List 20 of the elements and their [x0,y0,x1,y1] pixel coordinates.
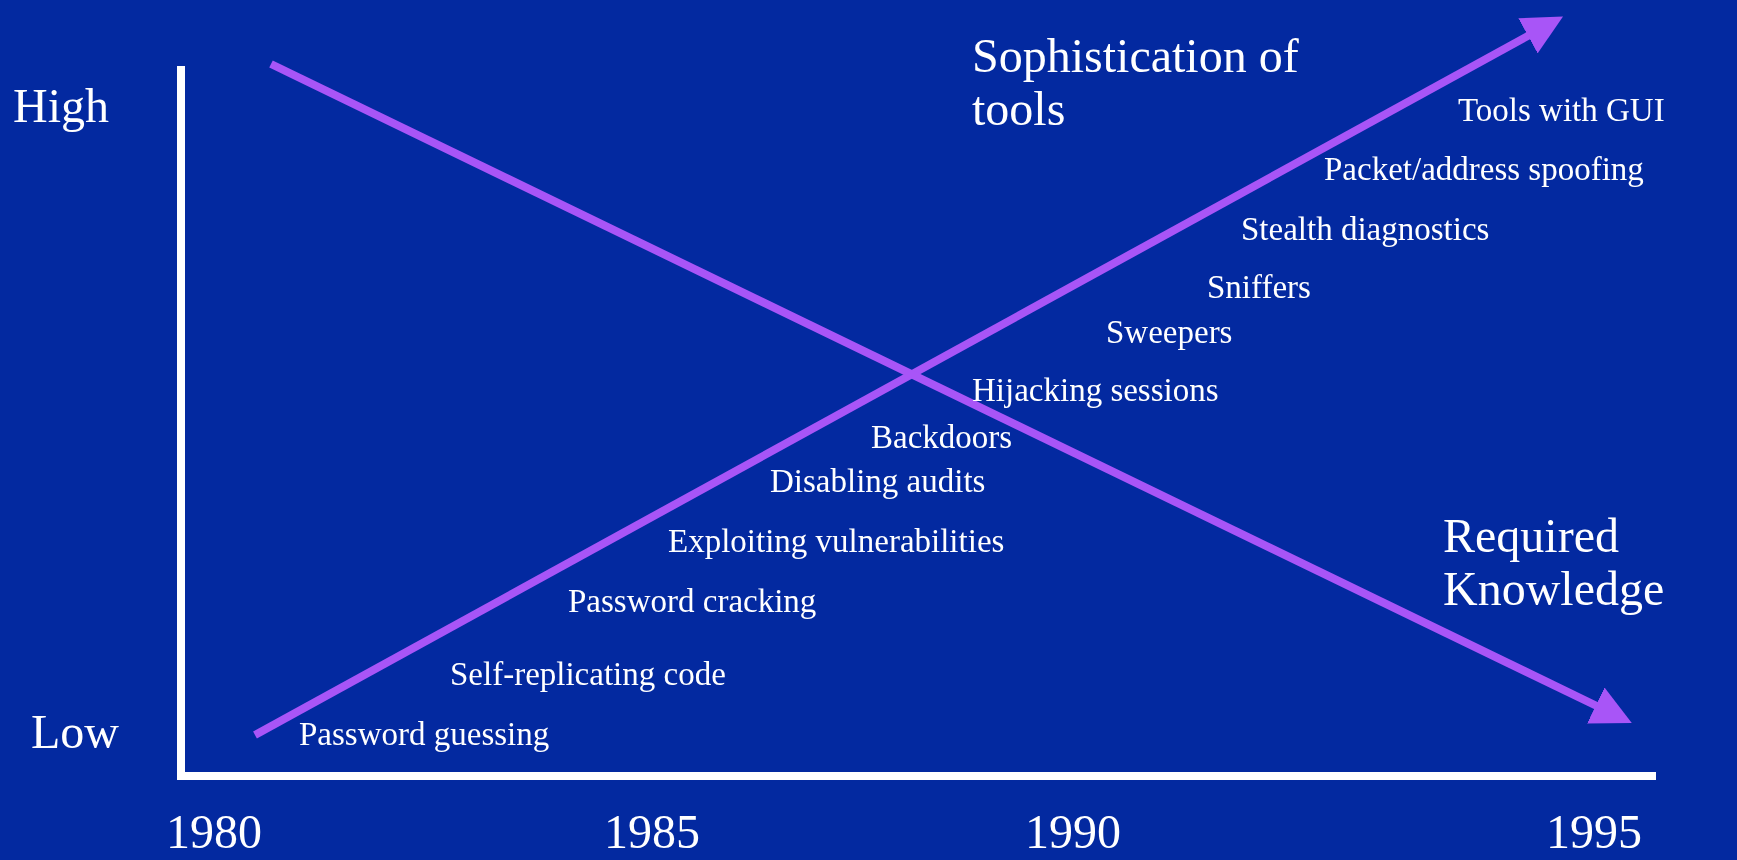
tool-label: Packet/address spoofing [1324,151,1644,188]
trend-label: Required Knowledge [1443,510,1666,616]
tool-label: Stealth diagnostics [1241,211,1490,248]
tool-label: Backdoors [871,419,1013,456]
tool-label: Exploiting vulnerabilities [668,523,1005,560]
tool-label: Password cracking [568,583,817,620]
year-label: 1990 [1025,806,1121,859]
year-label: 1985 [604,806,700,859]
tool-label: Hijacking sessions [972,372,1219,409]
axis-label: Low [31,706,119,759]
year-label: 1995 [1546,806,1642,859]
tool-label: Password guessing [299,716,550,753]
tool-label: Disabling audits [770,463,986,500]
tool-label: Sniffers [1207,269,1311,306]
tool-label: Tools with GUI [1458,92,1665,129]
tool-label: Self-replicating code [450,656,726,693]
trend-label: Sophistication of tools [972,30,1300,136]
year-label: 1980 [166,806,262,859]
axis-label: High [13,80,109,133]
tool-label: Sweepers [1106,314,1233,351]
